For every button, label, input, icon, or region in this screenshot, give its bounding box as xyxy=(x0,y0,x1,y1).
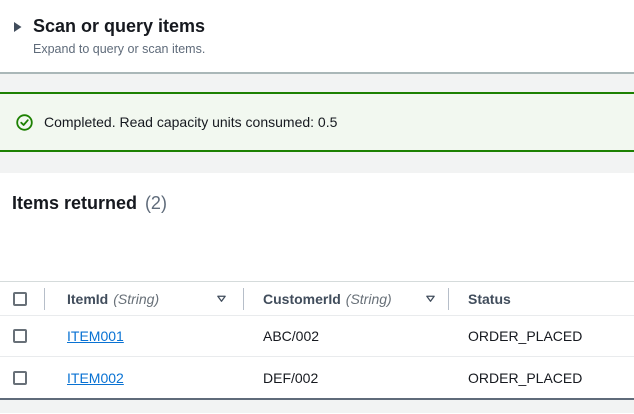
results-header: Items returned (2) xyxy=(0,173,634,281)
column-header-status: Status xyxy=(448,282,634,315)
sort-icon[interactable] xyxy=(425,293,436,304)
expand-caret-icon xyxy=(12,20,23,34)
column-type: (String) xyxy=(345,290,392,307)
column-name: Status xyxy=(468,290,511,307)
cell-status: ORDER_PLACED xyxy=(468,369,583,386)
spacer-strip-mid xyxy=(0,152,634,173)
expander-text: Scan or query items Expand to query or s… xyxy=(33,16,205,56)
column-name: CustomerId xyxy=(263,290,341,307)
expander-subtitle: Expand to query or scan items. xyxy=(33,41,206,56)
cell-itemid: ITEM002 xyxy=(44,357,243,398)
row-checkbox[interactable] xyxy=(13,329,27,343)
spacer-strip-bottom xyxy=(0,400,634,413)
table-header-row: ItemId(String) CustomerId(String) Status xyxy=(0,282,634,316)
expander-title: Scan or query items xyxy=(33,16,206,36)
table-row: ITEM001 ABC/002 ORDER_PLACED xyxy=(0,316,634,357)
table-row: ITEM002 DEF/002 ORDER_PLACED xyxy=(0,357,634,398)
sort-icon[interactable] xyxy=(216,293,227,304)
cell-status: ORDER_PLACED xyxy=(468,328,583,344)
column-header-customerid[interactable]: CustomerId(String) xyxy=(243,282,448,315)
items-table: ItemId(String) CustomerId(String) Status… xyxy=(0,281,634,400)
cell-itemid: ITEM001 xyxy=(44,316,243,356)
table-bottom-border xyxy=(0,398,634,400)
column-type: (String) xyxy=(113,290,160,307)
select-all-checkbox[interactable] xyxy=(13,291,27,306)
item-link[interactable]: ITEM002 xyxy=(67,369,124,386)
column-header-itemid[interactable]: ItemId(String) xyxy=(44,282,243,315)
success-banner: Completed. Read capacity units consumed:… xyxy=(0,92,634,152)
item-link[interactable]: ITEM001 xyxy=(67,328,124,344)
column-name: ItemId xyxy=(67,290,109,307)
row-checkbox-cell xyxy=(0,357,44,398)
cell-customerid: ABC/002 xyxy=(263,328,320,344)
banner-message: Completed. Read capacity units consumed:… xyxy=(44,114,338,130)
row-checkbox[interactable] xyxy=(13,370,27,385)
scan-query-expander[interactable]: Scan or query items Expand to query or s… xyxy=(0,0,634,74)
spacer-strip-top xyxy=(0,74,634,92)
results-count-badge: (2) xyxy=(144,193,167,213)
row-checkbox-cell xyxy=(0,316,44,356)
header-checkbox-cell xyxy=(0,282,44,315)
results-title: Items returned xyxy=(12,193,138,213)
success-check-icon xyxy=(16,113,33,131)
cell-customerid: DEF/002 xyxy=(263,369,319,386)
